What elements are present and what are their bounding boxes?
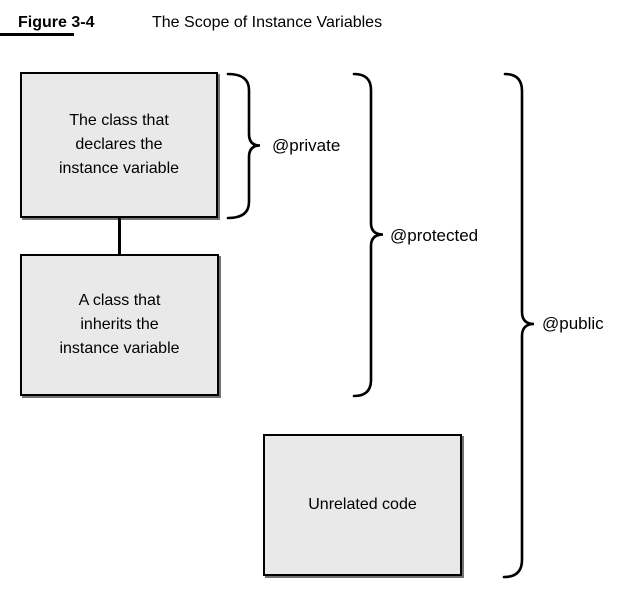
text-line: The class that (69, 112, 169, 129)
box-inheriting-class-text: A class that inherits the instance varia… (59, 289, 179, 361)
text-line: Unrelated code (308, 496, 417, 513)
caption-underline (0, 33, 74, 36)
public-brace-icon (502, 72, 535, 579)
protected-brace-icon (352, 72, 384, 398)
text-line: declares the (75, 136, 163, 153)
box-unrelated-code-text: Unrelated code (308, 493, 417, 517)
scope-label-public: @public (542, 314, 604, 333)
box-unrelated-code: Unrelated code (263, 434, 462, 576)
box-declaring-class: The class that declares the instance var… (20, 72, 218, 218)
figure-title: The Scope of Instance Variables (152, 14, 383, 31)
figure-label: Figure 3-4 (18, 14, 95, 31)
text-line: instance variable (59, 340, 180, 357)
box-inheriting-class: A class that inherits the instance varia… (20, 254, 219, 396)
scope-label-protected: @protected (390, 226, 479, 245)
text-line: A class that (78, 292, 161, 309)
box-declaring-class-text: The class that declares the instance var… (59, 109, 179, 181)
private-brace-icon (226, 72, 261, 220)
inheritance-connector-line (118, 216, 121, 256)
scope-label-private: @private (272, 136, 341, 155)
text-line: inherits the (80, 316, 159, 333)
text-line: instance variable (58, 160, 180, 177)
